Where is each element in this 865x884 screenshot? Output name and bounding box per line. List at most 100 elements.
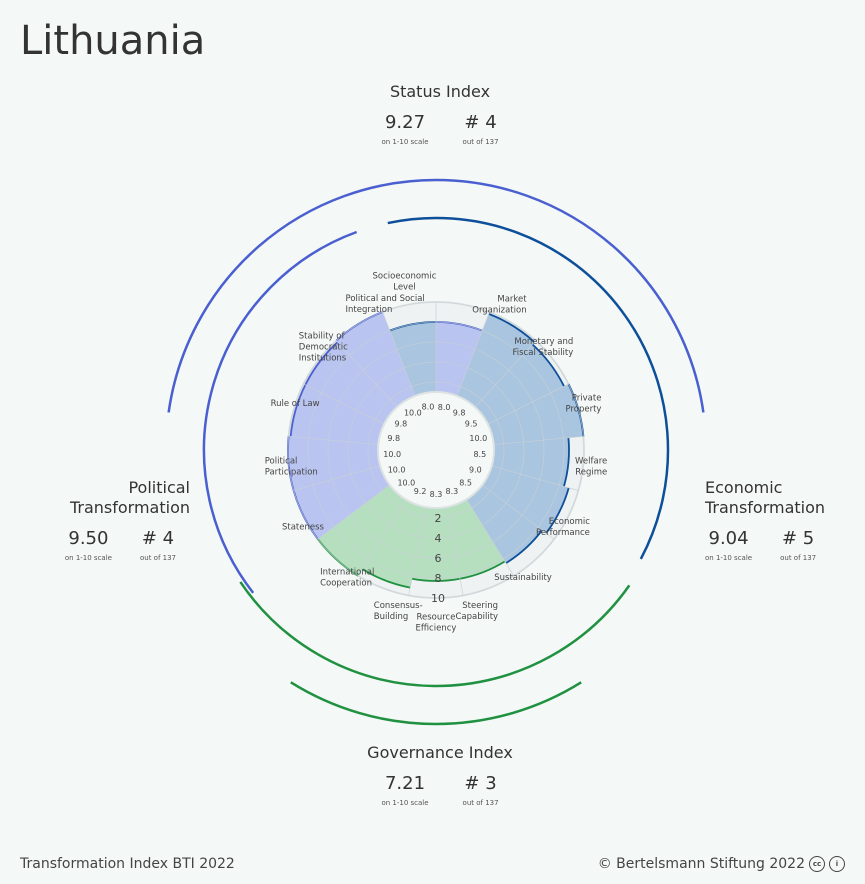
economic-rank-note: out of 137 — [780, 554, 817, 562]
criterion-value-label: 10.0 — [469, 434, 487, 443]
criterion-label-line: Capability — [455, 612, 498, 622]
political-title-line1: Political — [128, 478, 190, 497]
criterion-label-line: Participation — [265, 467, 318, 477]
grid-spoke — [357, 499, 406, 577]
criterion-value-label: 10.0 — [404, 409, 422, 418]
criterion-value-label: 8.0 — [438, 403, 451, 412]
criterion-label: Consensus-Building — [374, 601, 423, 622]
political-transformation-arc — [202, 230, 358, 594]
criterion-label-line: Market — [497, 294, 527, 304]
grid-spoke — [303, 383, 385, 425]
radar-value-outline — [411, 577, 461, 582]
governance-index-block: Governance Index 7.21 on 1-10 scale # 3 … — [340, 743, 540, 807]
criterion-label-line: Democratic — [299, 342, 348, 352]
criterion-value-label: 8.0 — [422, 403, 435, 412]
radar-wedge — [362, 499, 426, 588]
footer-copyright: © Bertelsmann Stiftung 2022 cc i — [598, 856, 845, 872]
criterion-value-label: 8.3 — [430, 490, 443, 499]
criterion-label-line: Building — [374, 612, 408, 622]
criterion-value-label: 9.8 — [387, 434, 400, 443]
footer-source: Transformation Index BTI 2022 — [20, 856, 235, 872]
status-index-rank-note: out of 137 — [462, 138, 499, 146]
criterion-label-line: Property — [565, 404, 601, 414]
economic-title-line2: Transformation — [705, 498, 826, 517]
criterion-label-line: Regime — [575, 467, 607, 477]
criterion-label: Sustainability — [494, 573, 552, 583]
grid-spoke — [446, 506, 464, 596]
governance-index-score-note: on 1-10 scale — [381, 799, 429, 807]
radar-center — [377, 391, 495, 509]
economic-rank: # 5 — [781, 528, 815, 549]
criterion-label-line: Stateness — [282, 523, 325, 533]
political-score: 9.50 — [68, 528, 109, 549]
status-index-title: Status Index — [389, 82, 491, 101]
political-rank-note: out of 137 — [139, 554, 176, 562]
radar-wedge — [336, 311, 416, 408]
governance-index-rank-note: out of 137 — [462, 799, 499, 807]
criterion-label-line: Political — [265, 456, 298, 466]
criterion-label-line: Welfare — [575, 456, 607, 466]
criterion-label-line: Performance — [536, 528, 590, 538]
political-transformation-block: Political Transformation 9.50 on 1-10 sc… — [30, 478, 190, 562]
criterion-value-label: 8.3 — [446, 487, 459, 496]
criterion-value-label: 8.5 — [459, 479, 472, 488]
grid-spoke — [456, 311, 490, 397]
grid-spoke — [487, 383, 569, 425]
grid-ring — [367, 381, 505, 519]
criterion-label-line: International — [320, 568, 374, 578]
criterion-label-line: Rule of Law — [271, 399, 320, 409]
radar-value-outline — [505, 529, 543, 564]
status-index-score-note: on 1-10 scale — [381, 138, 429, 146]
radar-wedge — [487, 384, 584, 445]
governance-index-title: Governance Index — [367, 743, 513, 762]
radar-wedges — [287, 301, 585, 599]
radar-wedge — [317, 484, 406, 576]
radial-tick-label: 2 — [435, 512, 442, 525]
criterion-label: Stateness — [282, 523, 325, 533]
grid-spoke — [482, 484, 555, 540]
criterion-value-label: 10.0 — [397, 479, 415, 488]
grid-spoke — [466, 499, 515, 577]
grid-spoke — [493, 436, 584, 446]
criterion-label-line: Steering — [462, 601, 498, 611]
criterion-label-line: Fiscal Stability — [513, 348, 574, 358]
radar-wedge — [456, 313, 535, 408]
grid-spoke — [317, 484, 390, 540]
grid-ring — [287, 301, 585, 599]
criterion-label-line: Integration — [346, 305, 393, 315]
economic-transformation-arc — [387, 216, 670, 560]
radar-value-outline — [304, 341, 339, 386]
criterion-value-label: 9.8 — [395, 419, 408, 428]
criterion-value-label: 9.0 — [469, 466, 482, 475]
criterion-label-line: Resource — [416, 613, 455, 623]
grid-spoke — [491, 465, 579, 491]
radar-wedge — [446, 499, 505, 579]
criterion-value-label: 9.2 — [414, 487, 427, 496]
radar-wedge — [389, 321, 437, 396]
criterion-value-label: 8.5 — [473, 450, 486, 459]
status-index-score: 9.27 — [384, 112, 426, 133]
status-index-arc — [167, 178, 705, 413]
radar-value-outline — [361, 568, 411, 589]
center-circle — [377, 391, 495, 509]
criterion-value-label: 10.0 — [388, 466, 406, 475]
status-index-rank: # 4 — [464, 112, 497, 133]
radar-value-outline — [488, 313, 536, 343]
radar-value-outline — [459, 560, 506, 580]
grid-spoke — [408, 506, 426, 596]
criterion-label-line: Socioeconomic — [373, 271, 437, 281]
economic-transformation-block: Economic Transformation 9.04 on 1-10 sca… — [705, 478, 865, 562]
criterion-label-line: Institutions — [299, 353, 347, 363]
governance-index-arc — [290, 681, 582, 726]
